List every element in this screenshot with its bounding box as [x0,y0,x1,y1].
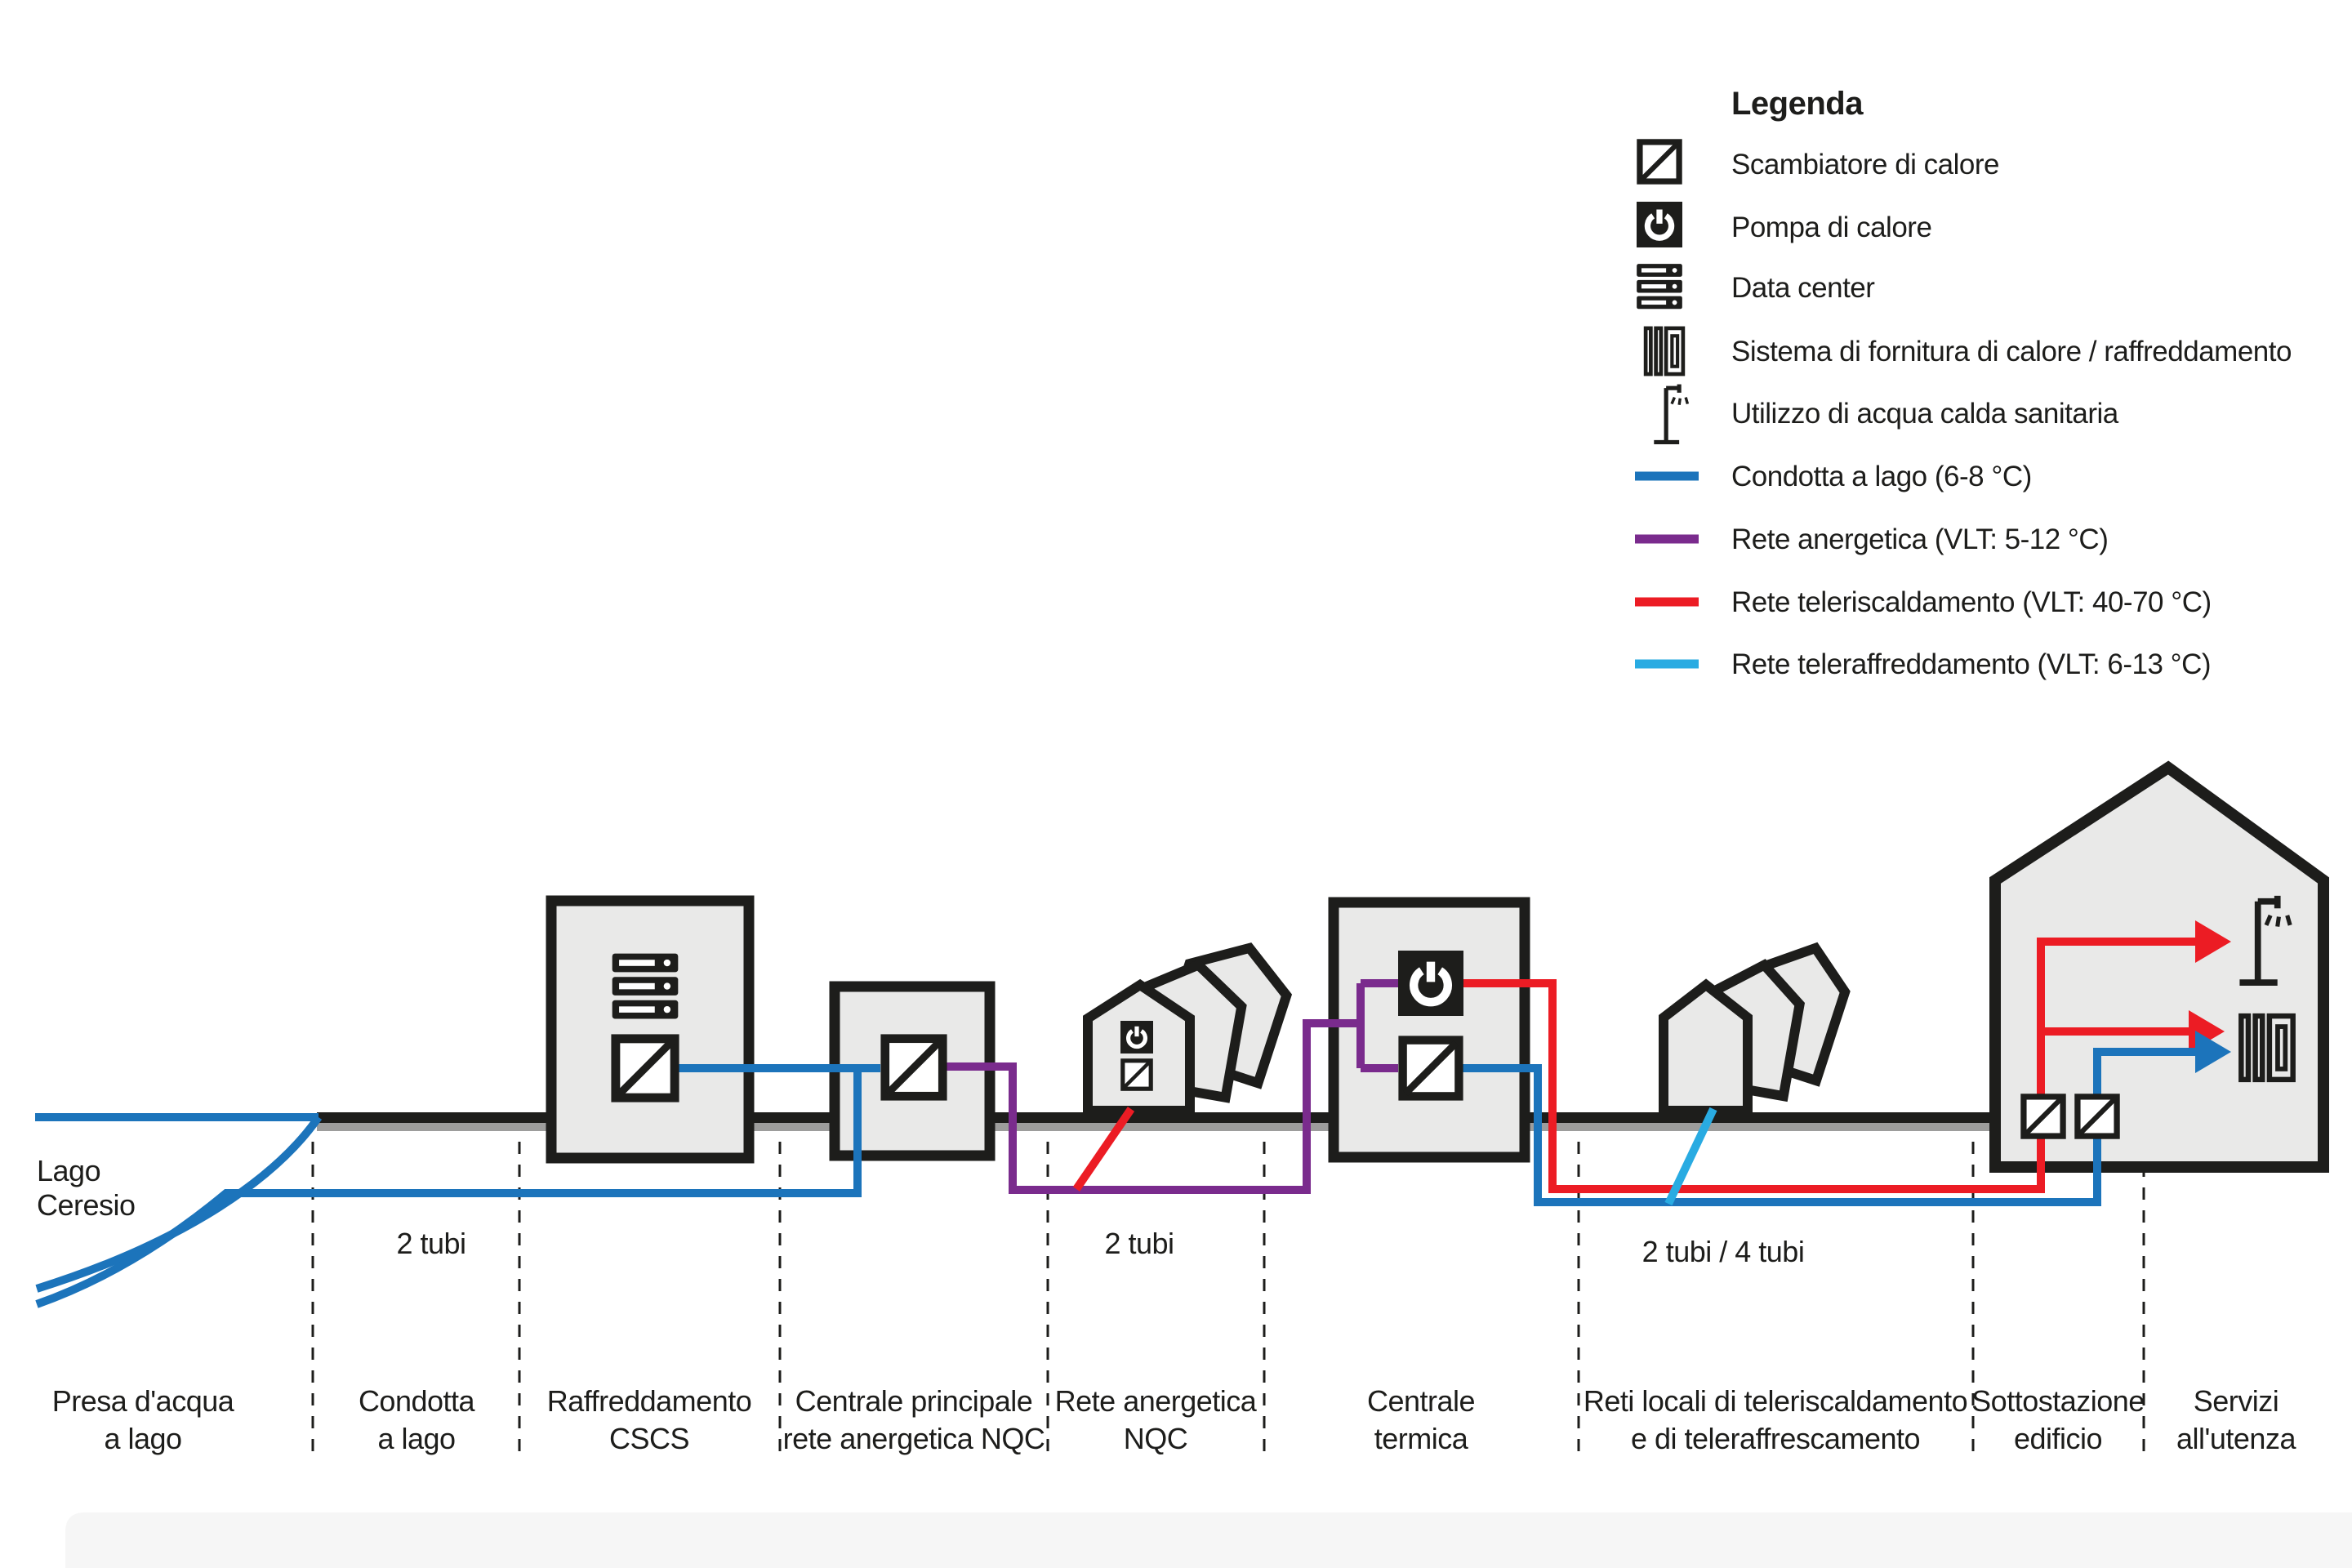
heat-exchanger-icon [616,1039,675,1098]
section-label-reti-locali: Reti locali di teleriscaldamento e di te… [1584,1384,1968,1455]
svg-text:termica: termica [1374,1422,1469,1455]
cscs-building [546,895,755,1164]
svg-text:Sottostazione: Sottostazione [1971,1384,2145,1418]
heat-pump-icon [1637,202,1682,247]
svg-text:edificio: edificio [2014,1422,2102,1455]
svg-text:Condotta: Condotta [359,1384,476,1418]
svg-text:Reti locali di teleriscaldamen: Reti locali di teleriscaldamento [1584,1384,1967,1418]
section-label-sottostazione: Sottostazione edificio [1971,1384,2145,1455]
hot-water-use-icon [1654,385,1687,443]
svg-text:a lago: a lago [104,1422,181,1455]
heat-exchanger-icon [2078,1097,2117,1136]
legend-line-label: Rete anergetica (VLT: 5-12 °C) [1731,523,2108,555]
section-label-servizi: Servizi all'utenza [2176,1384,2297,1455]
svg-text:Raffreddamento: Raffreddamento [547,1384,752,1418]
section-label-presa-acqua: Presa d'acqua a lago [52,1384,236,1455]
user-building [1989,760,2329,1173]
heat-exchanger-icon [2024,1097,2063,1136]
legend-line-label: Condotta a lago (6-8 °C) [1731,461,2032,492]
legend-item-label: Utilizzo di acqua calda sanitaria [1731,398,2119,430]
legend-line-label: Rete teleriscaldamento (VLT: 40-70 °C) [1731,586,2212,618]
heating-cooling-supply-icon [2241,1016,2292,1080]
district-cooling-pipes [1460,1031,2231,1206]
heat-exchanger-icon [1123,1061,1151,1089]
section-label-raffreddamento-cscs: Raffreddamento CSCS [547,1384,752,1455]
heat-exchanger-icon [885,1039,943,1097]
svg-text:CSCS: CSCS [609,1422,689,1455]
data-center-icon [612,953,679,1019]
footer-strip [65,1512,2352,1568]
svg-text:Presa d'acqua: Presa d'acqua [52,1384,235,1418]
pipe-count-labels: 2 tubi 2 tubi 2 tubi / 4 tubi [396,1227,1804,1268]
section-label-condotta: Condotta a lago [359,1384,476,1455]
lake-water-pipes [35,1064,880,1308]
section-label-centrale-principale: Centrale principale rete anergetica NQC [783,1384,1045,1455]
svg-text:all'utenza: all'utenza [2176,1422,2296,1455]
svg-text:Centrale principale: Centrale principale [795,1384,1033,1418]
legend-item-label: Data center [1731,272,1875,304]
svg-text:rete anergetica NQC: rete anergetica NQC [783,1422,1045,1455]
svg-text:Centrale: Centrale [1367,1384,1475,1418]
data-center-icon [1637,264,1682,310]
centrale-termica-box [1328,897,1530,1163]
svg-text:e di teleraffrescamento: e di teleraffrescamento [1631,1422,1920,1455]
legend: Legenda Scambiatore di calore Pompa di c… [1635,86,2292,680]
legend-title: Legenda [1731,86,1864,122]
anergetic-network-pipe [946,979,1398,1194]
section-labels: Presa d'acqua a lago Condotta a lago Raf… [52,1384,2297,1455]
tubi-label: 2 tubi [1104,1227,1174,1260]
legend-item-label: Pompa di calore [1731,212,1931,243]
heating-cooling-supply-icon [1646,328,1683,374]
svg-text:Servizi: Servizi [2194,1384,2279,1418]
lake-label-line1: Lago [37,1154,100,1187]
svg-text:a lago: a lago [377,1422,455,1455]
tubi-label: 2 tubi [396,1227,466,1260]
tubi-label: 2 tubi / 4 tubi [1642,1235,1805,1268]
section-label-centrale-termica: Centrale termica [1367,1384,1476,1455]
heat-pump-icon [1398,951,1463,1016]
heat-exchanger-icon [1403,1040,1459,1097]
section-label-rete-anergetica: Rete anergetica NQC [1055,1384,1258,1455]
svg-text:NQC: NQC [1124,1422,1188,1455]
legend-line-label: Rete teleraffreddamento (VLT: 6-13 °C) [1731,648,2211,680]
nqc-houses [1083,942,1293,1116]
heat-exchanger-icon [1640,142,1679,181]
lake-label-line2: Ceresio [37,1188,136,1222]
legend-item-label: Scambiatore di calore [1731,149,1999,180]
local-network-houses [1659,942,1851,1116]
lake-label: Lago Ceresio [37,1154,136,1222]
svg-text:Rete anergetica: Rete anergetica [1055,1384,1258,1418]
legend-item-label: Sistema di fornitura di calore / raffred… [1731,336,2292,368]
heat-pump-icon [1120,1021,1153,1054]
